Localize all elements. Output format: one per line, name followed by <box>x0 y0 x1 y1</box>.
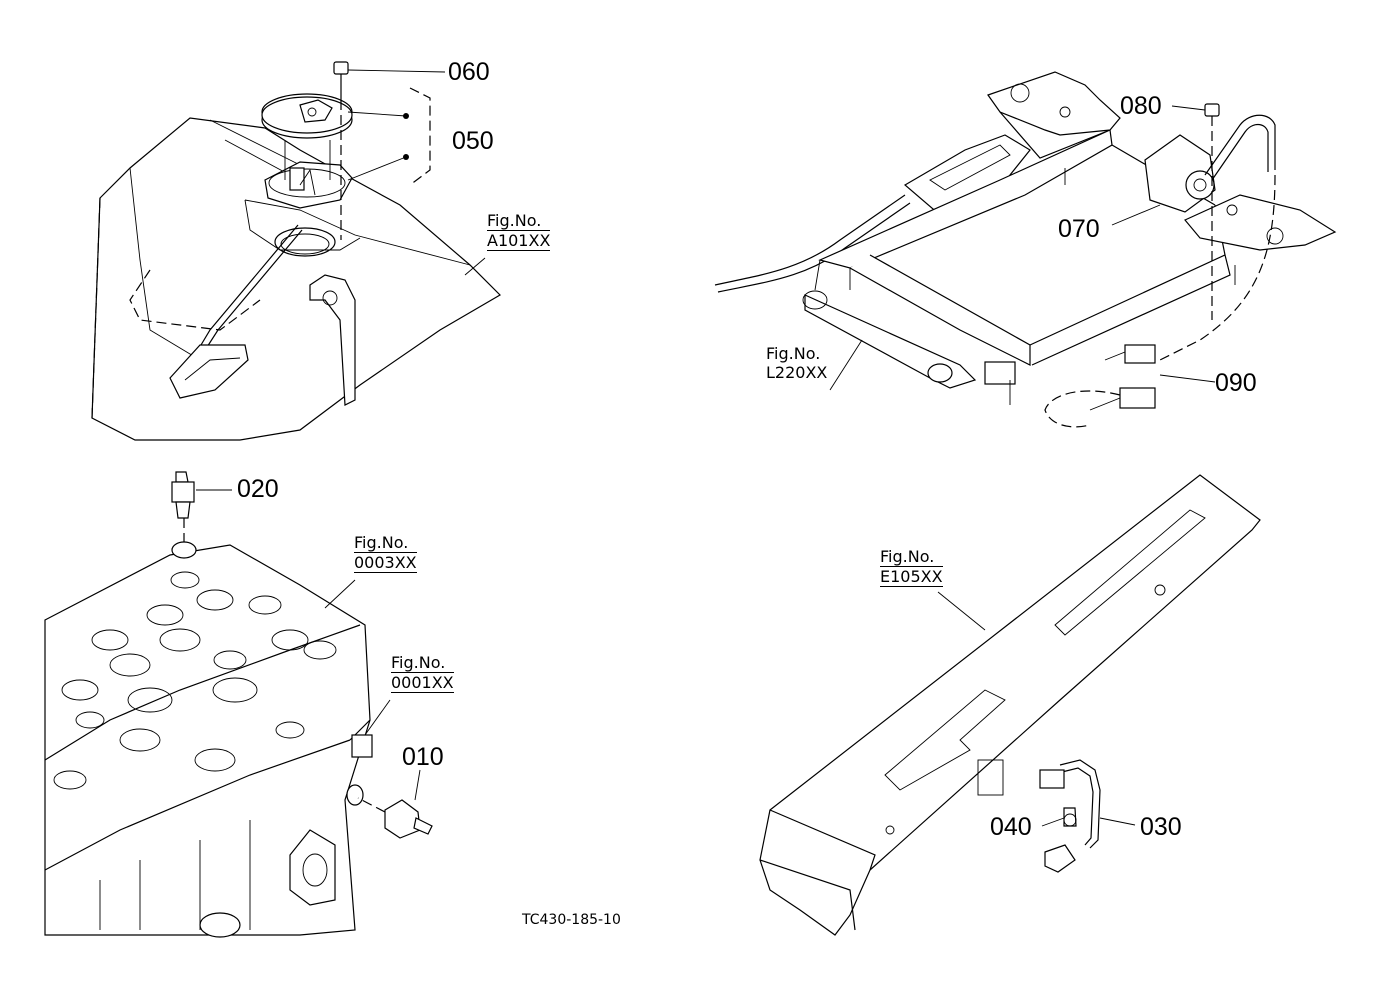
fig-ref-l220-code: L220XX <box>766 363 828 382</box>
fig-ref-a101-title: Fig.No. <box>487 211 542 230</box>
fig-ref-e105[interactable]: Fig.No. E105XX <box>880 547 943 587</box>
seat-plate-assembly <box>759 474 1261 936</box>
fig-ref-e105-title: Fig.No. <box>880 547 935 566</box>
part-label-020[interactable]: 020 <box>237 475 279 503</box>
part-label-040[interactable]: 040 <box>990 813 1032 841</box>
fig-ref-0003[interactable]: Fig.No. 0003XX <box>354 533 417 573</box>
part-label-010[interactable]: 010 <box>402 743 444 771</box>
fig-ref-l220[interactable]: Fig.No. L220XX <box>766 344 827 382</box>
fuel-tank-assembly <box>91 61 501 441</box>
part-label-060[interactable]: 060 <box>448 58 490 86</box>
fig-ref-0003-code: 0003XX <box>354 552 417 573</box>
part-label-070[interactable]: 070 <box>1058 215 1100 243</box>
drawing-code: TC430-185-10 <box>522 912 621 928</box>
fig-ref-0001-title: Fig.No. <box>391 653 446 672</box>
part-label-050[interactable]: 050 <box>452 127 494 155</box>
engine-head-assembly <box>44 471 433 938</box>
part-label-090[interactable]: 090 <box>1215 369 1257 397</box>
fig-ref-a101[interactable]: Fig.No. A101XX <box>487 211 551 251</box>
part-label-030[interactable]: 030 <box>1140 813 1182 841</box>
seat-frame-assembly <box>714 71 1337 428</box>
fig-ref-l220-title: Fig.No. <box>766 344 821 363</box>
fig-ref-0003-title: Fig.No. <box>354 533 409 552</box>
fig-ref-a101-code: A101XX <box>487 230 551 251</box>
fig-ref-0001-code: 0001XX <box>391 672 454 693</box>
fig-ref-0001[interactable]: Fig.No. 0001XX <box>391 653 454 693</box>
part-label-080[interactable]: 080 <box>1120 92 1162 120</box>
fig-ref-e105-code: E105XX <box>880 566 943 587</box>
